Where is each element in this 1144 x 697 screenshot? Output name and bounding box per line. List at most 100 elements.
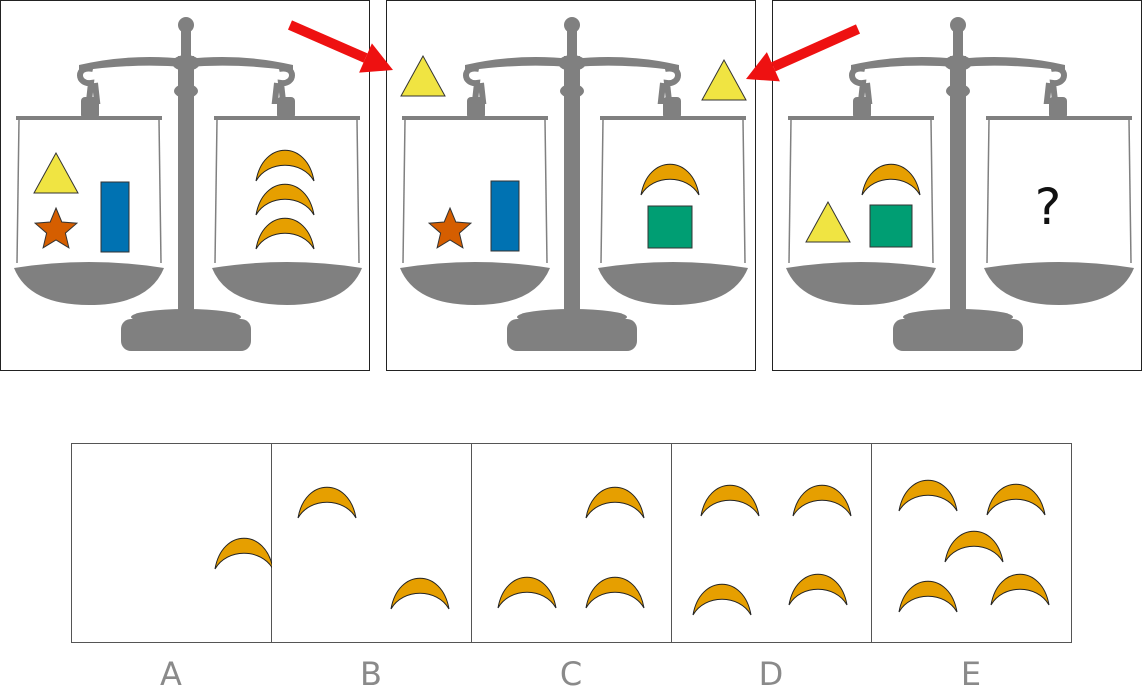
crescent-icon — [214, 537, 272, 570]
crescent-icon — [585, 576, 645, 609]
scale-hook-right — [1043, 65, 1067, 104]
scale-panel-2 — [386, 0, 756, 371]
pan-string-right-b — [1128, 119, 1132, 264]
scale-base — [893, 319, 1023, 351]
scale-collar — [946, 84, 970, 98]
option-e[interactable] — [872, 444, 1071, 642]
crescent-icon — [585, 486, 645, 519]
pan-bowl-left — [14, 262, 164, 305]
crescent-icon — [944, 530, 1004, 563]
pan-top-bar-left — [402, 116, 548, 120]
pan-top-bar-right — [600, 116, 746, 120]
crescent-icon — [390, 577, 450, 610]
pan-top-bar-left — [16, 116, 162, 120]
crescent-icon — [497, 576, 557, 609]
crescent-icon — [792, 484, 852, 517]
crescent-icon — [898, 580, 958, 613]
pan-string-right-a — [600, 119, 604, 264]
scale-neck — [953, 31, 963, 61]
scale-hanger-right — [277, 97, 295, 119]
pan-string-right-b — [742, 119, 746, 264]
scale-base — [507, 319, 637, 351]
scale-hook-right — [271, 65, 295, 104]
pan-top-bar-left — [788, 116, 934, 120]
pan-string-right-a — [214, 119, 218, 264]
triangle-icon — [701, 58, 747, 101]
pan-bowl-right — [984, 262, 1134, 305]
balance-scale-2 — [400, 17, 748, 351]
crescent-icon — [986, 483, 1046, 516]
pan-string-right-b — [356, 119, 360, 264]
option-a[interactable] — [72, 444, 272, 642]
scale-hook-left — [77, 65, 101, 104]
scale-collar — [174, 84, 198, 98]
scale-contents — [400, 54, 747, 252]
option-c-figure — [497, 486, 645, 609]
scale-base — [121, 319, 251, 351]
triangle-icon — [33, 151, 79, 194]
balance-scale-1 — [14, 17, 362, 351]
scale-beam — [851, 57, 1065, 71]
option-e-figure — [898, 479, 1050, 613]
scale-neck — [181, 31, 191, 61]
scale-pillar — [564, 56, 580, 326]
scale-pillar — [950, 56, 966, 326]
square-icon — [869, 204, 913, 248]
option-label-c: C — [559, 655, 583, 693]
crescent-icon — [297, 486, 357, 519]
scale-hanger-right — [663, 97, 681, 119]
crescent-icon — [990, 573, 1050, 606]
crescent-icon — [255, 183, 315, 216]
option-label-e: E — [960, 655, 982, 693]
rectangle-icon — [490, 180, 520, 252]
scale-hanger-left — [81, 97, 99, 119]
option-d[interactable] — [672, 444, 872, 642]
scale-contents — [33, 149, 315, 253]
crescent-icon — [898, 479, 958, 512]
pan-string-left-a — [16, 119, 20, 264]
scale-finial — [950, 17, 966, 33]
triangle-icon — [400, 54, 446, 97]
square-icon — [647, 205, 693, 249]
scale-finial — [178, 17, 194, 33]
crescent-icon — [861, 163, 921, 196]
pan-bowl-left — [786, 262, 936, 305]
pan-string-right-a — [986, 119, 990, 264]
option-b-figure — [297, 486, 450, 610]
option-label-d: D — [758, 655, 784, 693]
option-label-b: B — [360, 655, 382, 693]
option-b[interactable] — [272, 444, 472, 642]
pan-bowl-left — [400, 262, 550, 305]
scale-contents: ? — [805, 163, 1062, 248]
scale-hanger-left — [853, 97, 871, 119]
scale-body — [400, 17, 748, 351]
triangle-icon — [805, 200, 851, 243]
star-icon — [33, 206, 79, 249]
star-icon — [427, 206, 473, 249]
pan-string-left-b — [930, 119, 934, 264]
scale-body — [786, 17, 1134, 351]
pan-bowl-right — [598, 262, 748, 305]
scale-panel-3: ? — [772, 0, 1142, 371]
scale-hook-left — [463, 65, 487, 104]
option-c[interactable] — [472, 444, 672, 642]
scale-hanger-left — [467, 97, 485, 119]
pan-string-left-b — [544, 119, 548, 264]
scale-finial — [564, 17, 580, 33]
crescent-icon — [692, 583, 752, 616]
crescent-icon — [788, 573, 848, 606]
answer-options — [71, 443, 1072, 643]
option-label-a: A — [160, 655, 182, 693]
scale-hanger-right — [1049, 97, 1067, 119]
balance-scale-3: ? — [786, 17, 1134, 351]
question-mark: ? — [1035, 178, 1062, 236]
scale-beam — [465, 57, 679, 71]
scale-pillar — [178, 56, 194, 326]
scale-collar — [560, 84, 584, 98]
option-d-figure — [692, 484, 852, 616]
pan-top-bar-right — [214, 116, 360, 120]
rectangle-icon — [100, 181, 130, 253]
scale-beam — [79, 57, 293, 71]
scale-hook-right — [657, 65, 681, 104]
scale-hook-left — [849, 65, 873, 104]
